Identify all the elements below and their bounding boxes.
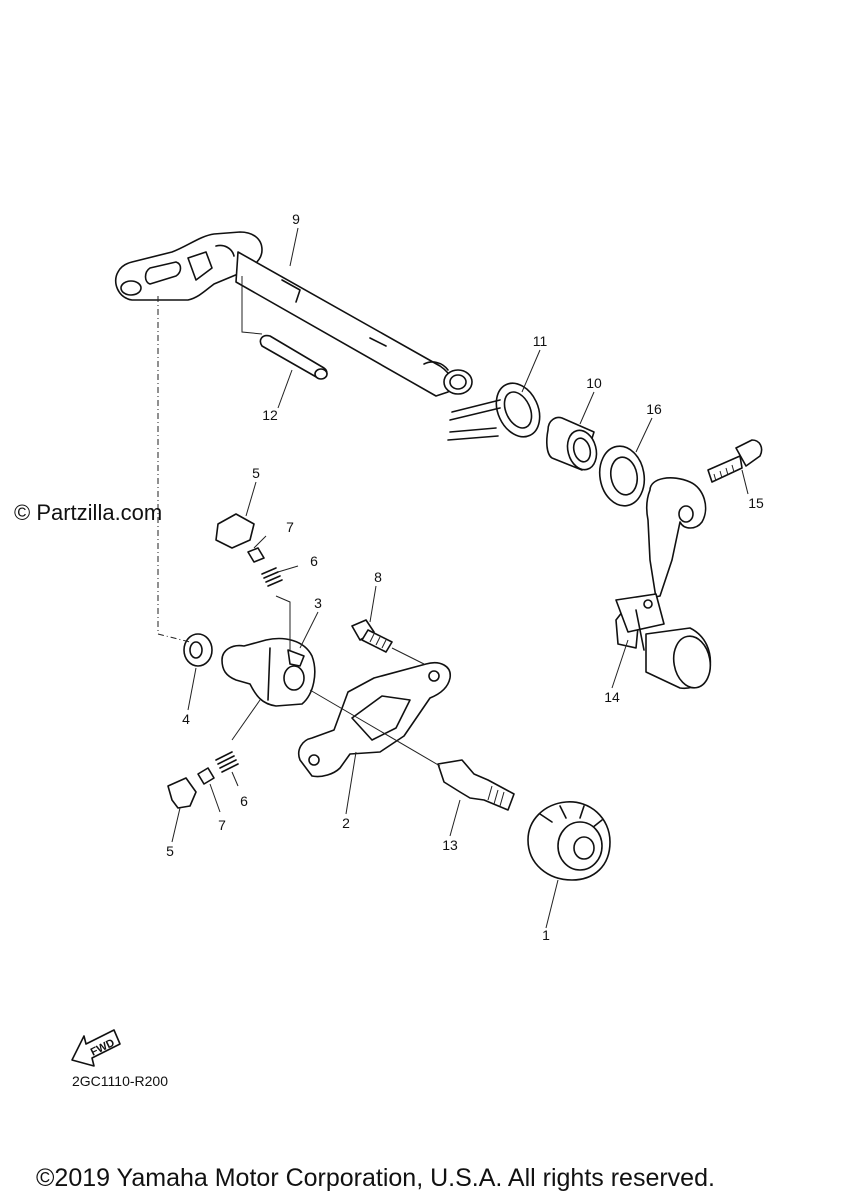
part-16-oil-seal[interactable] bbox=[595, 443, 649, 510]
part-15-bolt[interactable] bbox=[707, 439, 763, 483]
callout-7-upper: 7 bbox=[286, 519, 294, 535]
callout-6-upper: 6 bbox=[310, 553, 318, 569]
part-10-shift-shaft[interactable] bbox=[114, 231, 473, 397]
part-7-pin-lower[interactable] bbox=[197, 767, 215, 785]
callout-3: 3 bbox=[314, 595, 322, 611]
part-6-spring-lower[interactable] bbox=[215, 751, 239, 773]
part-8-guide-plate[interactable] bbox=[297, 662, 451, 778]
callout-9: 8 bbox=[374, 569, 382, 585]
part-6-spring-upper[interactable] bbox=[261, 567, 283, 587]
fwd-arrow-icon: FWD bbox=[71, 1029, 121, 1067]
callout-13: 12 bbox=[262, 407, 278, 423]
part-2-segment-bolt[interactable] bbox=[437, 759, 515, 811]
part-9-bolt[interactable] bbox=[351, 619, 393, 653]
part-11-collar[interactable] bbox=[546, 416, 601, 473]
callouts: 9 11 10 16 12 15 5 7 6 8 3 14 4 6 7 2 13… bbox=[166, 211, 764, 943]
callout-5-lower: 5 bbox=[166, 843, 174, 859]
part-5-stopper-lower[interactable] bbox=[167, 777, 197, 809]
callout-8: 2 bbox=[342, 815, 350, 831]
part-5-stopper-upper[interactable] bbox=[215, 513, 255, 549]
callout-10: 9 bbox=[292, 211, 300, 227]
callout-16: 16 bbox=[646, 401, 662, 417]
callout-4: 4 bbox=[182, 711, 190, 727]
part-7-pin-upper[interactable] bbox=[247, 547, 265, 563]
callout-2: 13 bbox=[442, 837, 458, 853]
callout-12: 11 bbox=[533, 333, 548, 349]
part-3-shift-segment[interactable] bbox=[221, 637, 316, 707]
part-12-torsion-spring[interactable] bbox=[447, 376, 548, 444]
callout-14: 14 bbox=[604, 689, 620, 705]
callout-11: 10 bbox=[586, 375, 602, 391]
part-13-pin[interactable] bbox=[259, 334, 328, 380]
callout-1: 1 bbox=[542, 927, 550, 943]
assembly-lines bbox=[157, 227, 749, 929]
callout-6-lower: 6 bbox=[240, 793, 248, 809]
callout-5-upper: 5 bbox=[252, 465, 260, 481]
diagram-code: 2GC1110-R200 bbox=[72, 1073, 168, 1089]
part-4-washer[interactable] bbox=[183, 633, 213, 667]
partzilla-watermark: © Partzilla.com bbox=[14, 500, 162, 525]
part-1-shift-drum-segment[interactable] bbox=[527, 801, 611, 881]
callout-15: 15 bbox=[748, 495, 764, 511]
callout-7-lower: 7 bbox=[218, 817, 226, 833]
copyright-notice: ©2019 Yamaha Motor Corporation, U.S.A. A… bbox=[36, 1164, 715, 1192]
part-14-shift-pedal[interactable] bbox=[615, 477, 714, 691]
